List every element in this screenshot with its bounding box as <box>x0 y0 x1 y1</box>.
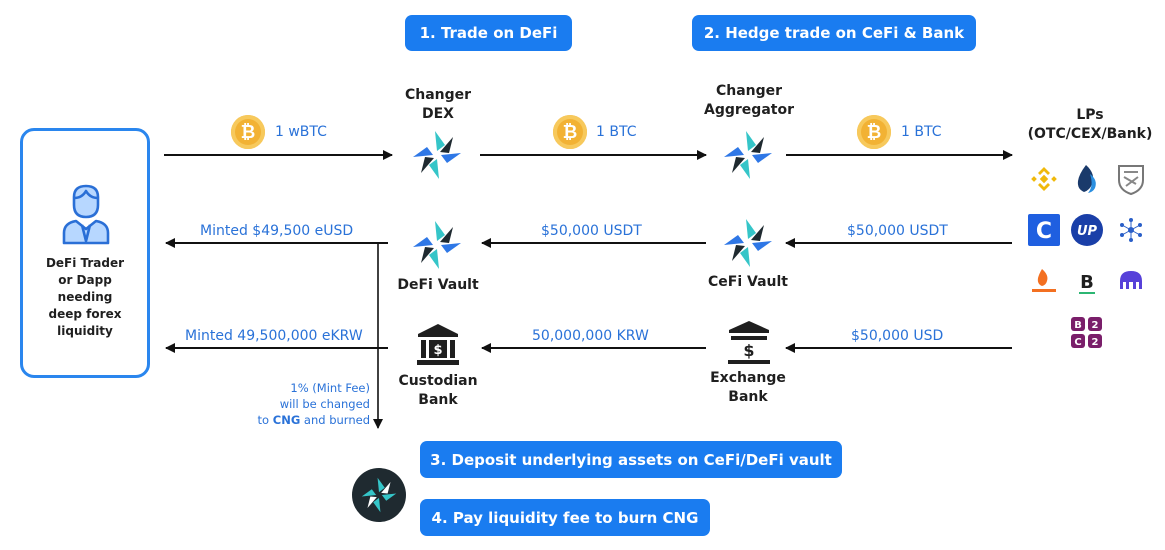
exchange-bank-icon: $ <box>728 321 770 364</box>
flow-exchange-to-custodian: 50,000,000 KRW <box>532 328 649 344</box>
svg-text:B: B <box>1080 272 1094 293</box>
custodian-bank-icon: $ <box>417 324 459 365</box>
lps-label: LPs (OTC/CEX/Bank) <box>1027 107 1153 142</box>
svg-text:UP: UP <box>1077 224 1098 239</box>
step-1-label: 1. Trade on DeFi <box>419 24 558 42</box>
fee-line-3: to CNG and burned <box>210 412 370 428</box>
trader-label: DeFi Trader or Dapp needing deep forex l… <box>45 256 125 338</box>
bitstamp-logo-icon: B <box>1079 272 1095 294</box>
fee-line-2: will be changed <box>279 397 370 411</box>
cng-token-icon <box>352 468 406 522</box>
svg-text:C: C <box>1036 219 1052 244</box>
svg-text:C: C <box>1074 337 1081 348</box>
step-1-pill: 1. Trade on DeFi <box>405 15 572 51</box>
step-3-pill: 3. Deposit underlying assets on CeFi/DeF… <box>420 441 842 478</box>
changer-aggregator-label: Changer Aggregator <box>704 83 794 118</box>
svg-text:2: 2 <box>1092 320 1099 331</box>
defi-vault-label: DeFi Vault <box>397 277 479 293</box>
upbit-logo-icon: UP <box>1071 214 1103 246</box>
fee-line-3-suffix: and burned <box>303 413 370 427</box>
bank-crest-logo-icon <box>1118 165 1144 196</box>
trader-box: DeFi Trader or Dapp needing deep forex l… <box>20 128 150 378</box>
flow-lps-to-cefi: $50,000 USDT <box>847 223 948 239</box>
flow-cefi-to-defi: $50,000 USDT <box>541 223 642 239</box>
cefi-vault-label: CeFi Vault <box>708 274 788 290</box>
svg-text:2: 2 <box>1092 337 1099 348</box>
svg-text:$: $ <box>743 341 754 360</box>
kraken-logo-icon <box>1120 271 1142 289</box>
fee-cng-text: CNG <box>272 413 301 427</box>
svg-text:B: B <box>1074 320 1082 331</box>
flow-lps-to-exchange: $50,000 USD <box>851 328 944 344</box>
flow-custodian-to-trader: Minted 49,500,000 eKRW <box>185 328 363 344</box>
flow-trader-to-dex: 1 wBTC <box>275 124 327 140</box>
user-icon <box>62 184 110 245</box>
bithumb-logo-icon <box>1032 269 1056 292</box>
step-3-label: 3. Deposit underlying assets on CeFi/DeF… <box>430 450 832 469</box>
cefi-vault-logo-icon <box>724 219 772 267</box>
network-logo-icon <box>1120 218 1142 242</box>
svg-text:$: $ <box>433 343 442 358</box>
flow-defi-to-trader: Minted $49,500 eUSD <box>200 223 354 239</box>
step-4-pill: 4. Pay liquidity fee to burn CNG <box>420 499 710 536</box>
fee-line-1: 1% (Mint Fee) <box>290 381 370 395</box>
flow-aggregator-to-lps: 1 BTC <box>901 124 942 140</box>
step-4-label: 4. Pay liquidity fee to burn CNG <box>431 508 699 527</box>
huobi-logo-icon <box>1077 165 1096 193</box>
defi-vault-logo-icon <box>413 221 461 269</box>
mint-fee-note: 1% (Mint Fee) will be changed to CNG and… <box>210 380 370 428</box>
exchange-bank-label: Exchange Bank <box>710 370 786 405</box>
bitcoin-icon: ₿ <box>231 115 265 149</box>
step-2-pill: 2. Hedge trade on CeFi & Bank <box>692 15 976 51</box>
changer-aggregator-logo-icon <box>724 131 772 179</box>
binance-logo-icon <box>1031 167 1057 191</box>
step-2-label: 2. Hedge trade on CeFi & Bank <box>703 24 965 42</box>
fee-line-3-prefix: to <box>257 413 270 427</box>
changer-dex-label: Changer DEX <box>404 87 472 122</box>
bitcoin-icon: ₿ <box>857 115 891 149</box>
flow-dex-to-aggregator: 1 BTC <box>596 124 637 140</box>
custodian-bank-label: Custodian Bank <box>398 373 478 408</box>
coinone-logo-icon: C <box>1028 214 1060 246</box>
changer-dex-logo-icon <box>413 131 461 179</box>
bitcoin-icon: ₿ <box>553 115 587 149</box>
